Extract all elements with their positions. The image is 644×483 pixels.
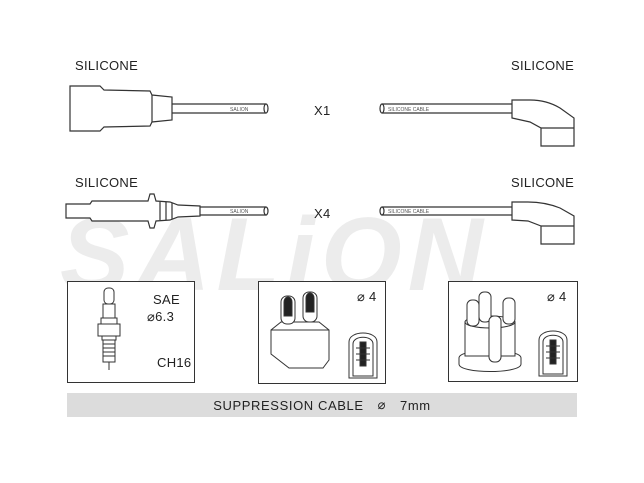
row2-left-material-label: SILICONE bbox=[75, 175, 139, 190]
plug-code: CH16 bbox=[157, 355, 192, 370]
terminal-size-1: ⌀ 4 bbox=[357, 289, 377, 304]
row1-right-cable-print: SILICONE CABLE bbox=[388, 107, 430, 113]
plug-standard: SAE bbox=[153, 292, 180, 307]
row1-left-material-label: SILICONE bbox=[75, 58, 139, 73]
distributor-cap-icon bbox=[270, 291, 378, 379]
plug-terminal-size: ⌀6.3 bbox=[147, 309, 175, 324]
footer-label: SUPPRESSION CABLE bbox=[213, 397, 364, 413]
terminal-size-2: ⌀ 4 bbox=[547, 289, 567, 304]
diameter-symbol: ⌀ bbox=[377, 397, 387, 412]
row1-left-cable-print: SALION bbox=[230, 107, 249, 113]
row1-right-material-label: SILICONE bbox=[511, 58, 575, 73]
terminal-detail-2 bbox=[538, 330, 568, 377]
row1-angled-boot bbox=[379, 99, 575, 147]
row2-left-cable-print: SALION bbox=[230, 209, 249, 215]
distributor-cap-box-2: ⌀ 4 bbox=[448, 281, 578, 382]
row2-right-cable-print: SILICONE CABLE bbox=[388, 209, 430, 215]
spark-plug-box: SAE ⌀6.3 CH16 bbox=[67, 281, 195, 383]
spark-plug-icon bbox=[97, 287, 121, 370]
row1-quantity: X1 bbox=[314, 103, 331, 118]
distributor-cap-multi-icon bbox=[458, 291, 568, 377]
row2-angled-boot bbox=[379, 201, 575, 245]
row1-straight-boot bbox=[69, 85, 269, 132]
row2-quantity: X4 bbox=[314, 206, 331, 221]
distributor-cap-box-1: ⌀ 4 bbox=[258, 281, 386, 384]
row2-right-material-label: SILICONE bbox=[511, 175, 575, 190]
footer-value: 7mm bbox=[400, 397, 431, 413]
row2-straight-boot bbox=[65, 193, 269, 229]
terminal-detail-1 bbox=[348, 332, 378, 379]
suppression-cable-bar: SUPPRESSION CABLE ⌀ 7mm bbox=[67, 393, 577, 417]
